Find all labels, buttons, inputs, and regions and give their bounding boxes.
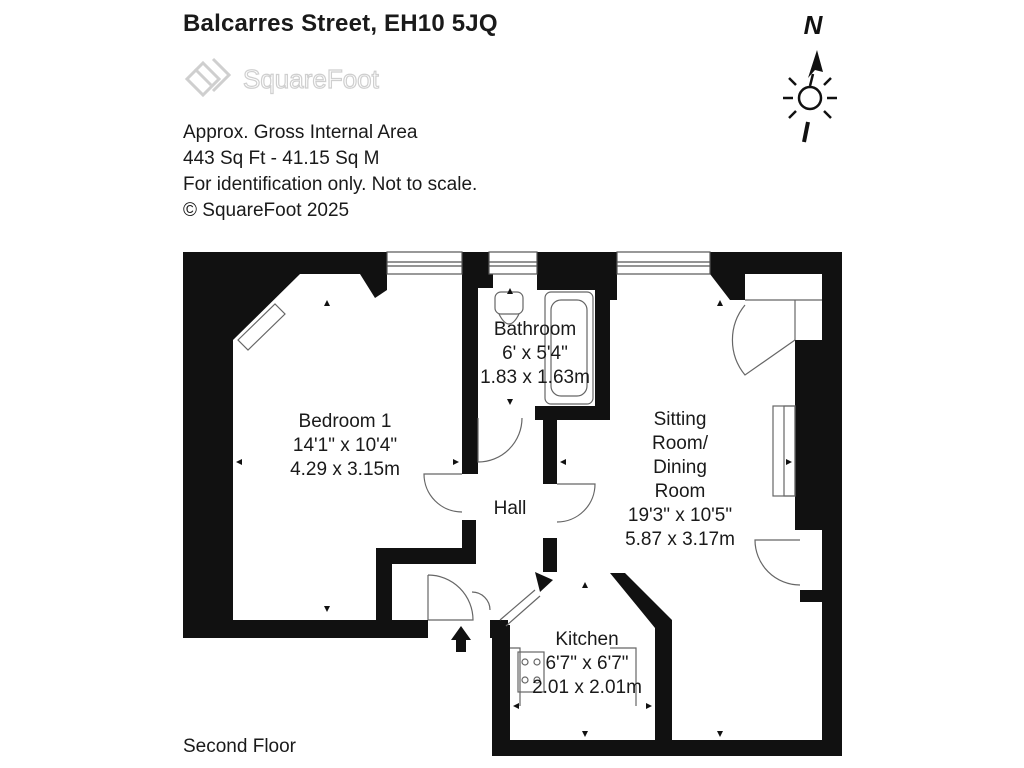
room-dimensions-metric: 2.01 x 2.01m [532, 677, 642, 698]
compass-icon: N [783, 10, 837, 143]
area-info-line: For identification only. Not to scale. [183, 174, 478, 195]
compass-north-label: N [804, 10, 824, 40]
room-label-hall: Hall [480, 497, 540, 521]
room-dimensions-metric: 4.29 x 3.15m [290, 459, 400, 480]
room-name: Sitting [653, 409, 707, 430]
logo-text: SquareFoot [243, 64, 380, 94]
area-info-line: 443 Sq Ft - 41.15 Sq M [183, 148, 380, 169]
area-info-line: Approx. Gross Internal Area [183, 122, 418, 143]
room-dimensions-metric: 5.87 x 3.17m [625, 529, 735, 550]
room-dimensions-metric: 1.83 x 1.63m [480, 367, 590, 388]
dimension-markers [236, 288, 792, 737]
room-label-sitting-room: Sitting Room/ Dining Room 19'3" x 10'5" … [615, 408, 745, 552]
entrance-arrow-icon [451, 626, 471, 652]
room-name: Dining [653, 457, 707, 478]
room-dimensions-imperial: 19'3" x 10'5" [627, 505, 733, 526]
room-name: Bathroom [493, 319, 577, 340]
copyright-line: © SquareFoot 2025 [183, 200, 350, 221]
room-label-bathroom: Bathroom 6' x 5'4" 1.83 x 1.63m [470, 318, 600, 390]
fixtures [237, 291, 822, 706]
sun-icon [797, 85, 823, 111]
area-info: Approx. Gross Internal Area 443 Sq Ft - … [183, 120, 477, 224]
floor-label: Second Floor [183, 736, 297, 757]
door-swings [423, 304, 801, 621]
room-dimensions-imperial: 14'1" x 10'4" [292, 435, 398, 456]
room-dimensions-imperial: 6' x 5'4" [502, 343, 568, 364]
room-name: Bedroom 1 [298, 411, 392, 432]
room-label-kitchen: Kitchen 6'7" x 6'7" 2.01 x 2.01m [522, 628, 652, 700]
windows [386, 251, 711, 275]
room-name: Room [654, 481, 706, 502]
walls [183, 252, 842, 756]
room-name: Kitchen [555, 629, 619, 650]
room-dimensions-imperial: 6'7" x 6'7" [545, 653, 629, 674]
north-arrow-icon [808, 50, 823, 78]
page-title: Balcarres Street, EH10 5JQ [183, 10, 498, 37]
room-label-bedroom: Bedroom 1 14'1" x 10'4" 4.29 x 3.15m [280, 410, 410, 482]
squarefoot-logo: SquareFoot [184, 57, 380, 98]
room-name: Hall [493, 498, 527, 519]
room-name: Room/ [652, 433, 708, 454]
